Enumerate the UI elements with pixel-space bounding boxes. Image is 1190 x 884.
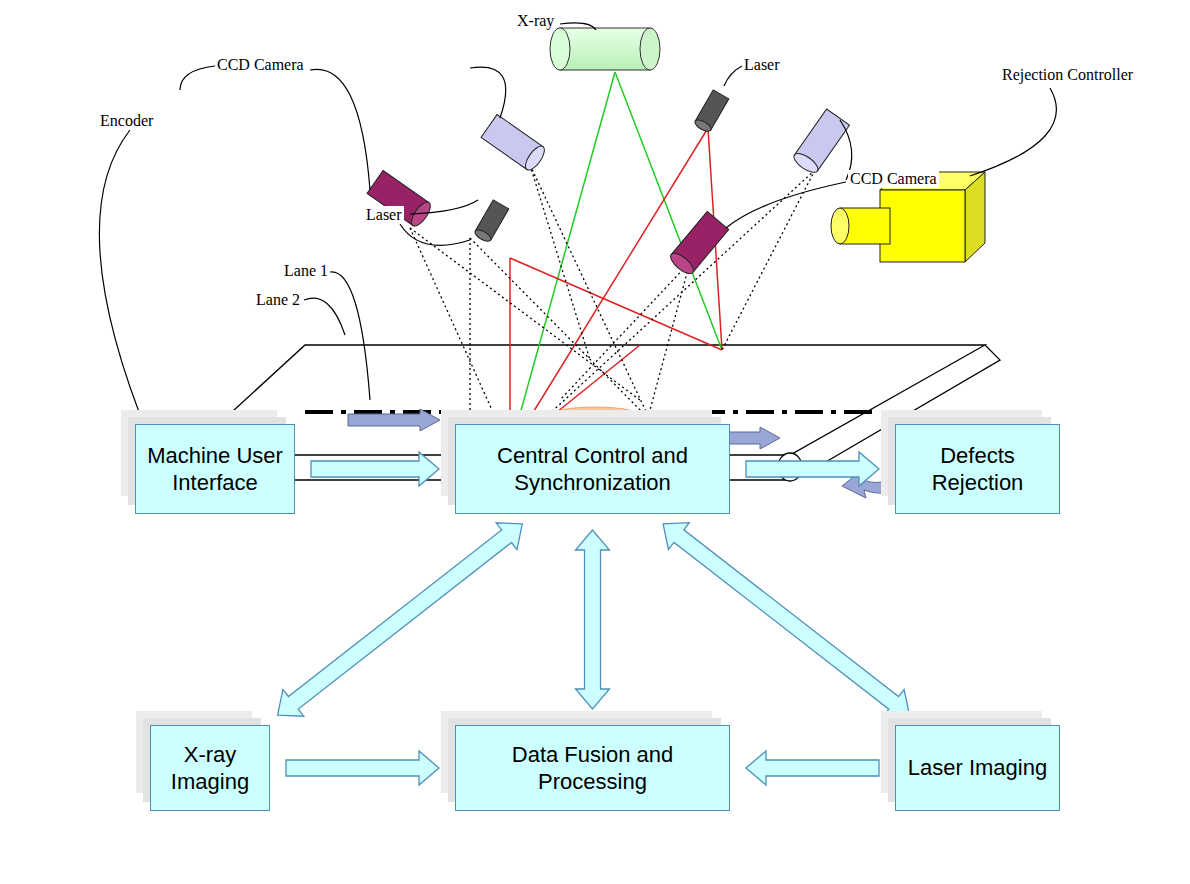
process-box: Machine User Interface: [135, 424, 295, 514]
block-arrow: [746, 452, 879, 486]
motion-arrow: [348, 409, 440, 431]
leader-line: [99, 23, 1056, 440]
process-box: Central Control and Synchronization: [455, 424, 730, 514]
xray-source: [550, 28, 660, 70]
process-box: X-ray Imaging: [150, 725, 270, 811]
laser-device: [693, 90, 729, 134]
block-arrow: [663, 523, 909, 717]
part-label: X-ray: [515, 12, 556, 30]
block-arrow: [286, 751, 439, 785]
leader-line: [180, 66, 215, 90]
part-label: Rejection Controller: [1000, 66, 1135, 84]
ccd-camera: [791, 109, 849, 176]
block-arrow: [311, 452, 439, 486]
box-text: Machine User Interface: [146, 442, 284, 497]
process-box: Defects Rejection: [895, 424, 1060, 514]
process-box: Data Fusion and Processing: [455, 725, 730, 811]
ccd-camera: [667, 212, 728, 277]
block-arrow: [576, 530, 610, 709]
part-label: Encoder: [98, 112, 155, 130]
laser-beam: [510, 128, 722, 450]
part-label: CCD Camera: [215, 56, 306, 74]
box-text: Defects Rejection: [906, 442, 1049, 497]
box-text: Data Fusion and Processing: [466, 741, 719, 796]
part-label: Laser: [364, 206, 404, 224]
box-text: Central Control and Synchronization: [466, 442, 719, 497]
part-label: CCD Camera: [848, 170, 939, 188]
block-arrow: [278, 523, 523, 716]
process-box: Laser Imaging: [895, 725, 1060, 811]
ccd-camera: [481, 114, 548, 172]
box-text: Laser Imaging: [908, 754, 1047, 782]
part-label: Laser: [742, 56, 782, 74]
laser-device: [473, 200, 509, 244]
camera-view: [410, 165, 815, 450]
part-label: Lane 2: [254, 291, 302, 309]
part-label: Lane 1: [282, 262, 330, 280]
block-arrow: [746, 751, 879, 785]
box-text: X-ray Imaging: [161, 741, 259, 796]
